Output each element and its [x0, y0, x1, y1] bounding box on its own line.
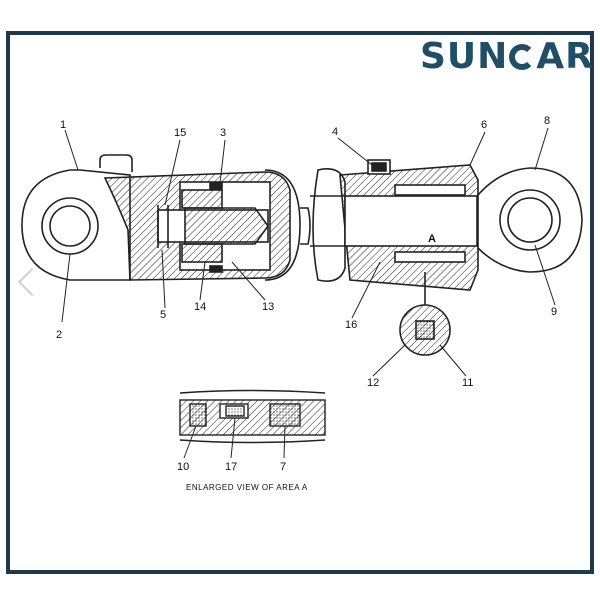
- callout-11: 11: [462, 377, 473, 389]
- callout-17: 17: [225, 461, 237, 473]
- callout-6: 6: [481, 119, 487, 131]
- callout-15: 15: [174, 127, 186, 139]
- callout-9: 9: [551, 306, 557, 318]
- cylinder-head-right: [310, 159, 479, 291]
- callout-1: 1: [60, 119, 66, 131]
- callout-4: 4: [332, 126, 338, 138]
- enlarged-view-caption: ENLARGED VIEW OF AREA A: [186, 483, 308, 492]
- callout-14: 14: [194, 301, 206, 313]
- callout-12: 12: [367, 377, 379, 389]
- detail-circle-a: [399, 272, 451, 356]
- diagram-frame: [6, 31, 594, 574]
- callout-3: 3: [220, 127, 226, 139]
- callout-10: 10: [177, 461, 189, 473]
- callout-8: 8: [544, 115, 550, 127]
- leader-lines: [61, 127, 556, 459]
- callout-16: 16: [345, 319, 357, 331]
- rod-eye-right: [477, 167, 583, 273]
- callout-13: 13: [262, 301, 274, 313]
- callout-7: 7: [280, 461, 286, 473]
- logo-c-glyph: [509, 44, 536, 70]
- cylinder-barrel-left: [103, 169, 311, 281]
- area-a-label: A: [428, 233, 436, 245]
- enlarged-view-area-a: [179, 389, 326, 444]
- callout-5: 5: [160, 309, 166, 321]
- callout-2: 2: [56, 329, 62, 341]
- rod-eye-left: [21, 154, 133, 281]
